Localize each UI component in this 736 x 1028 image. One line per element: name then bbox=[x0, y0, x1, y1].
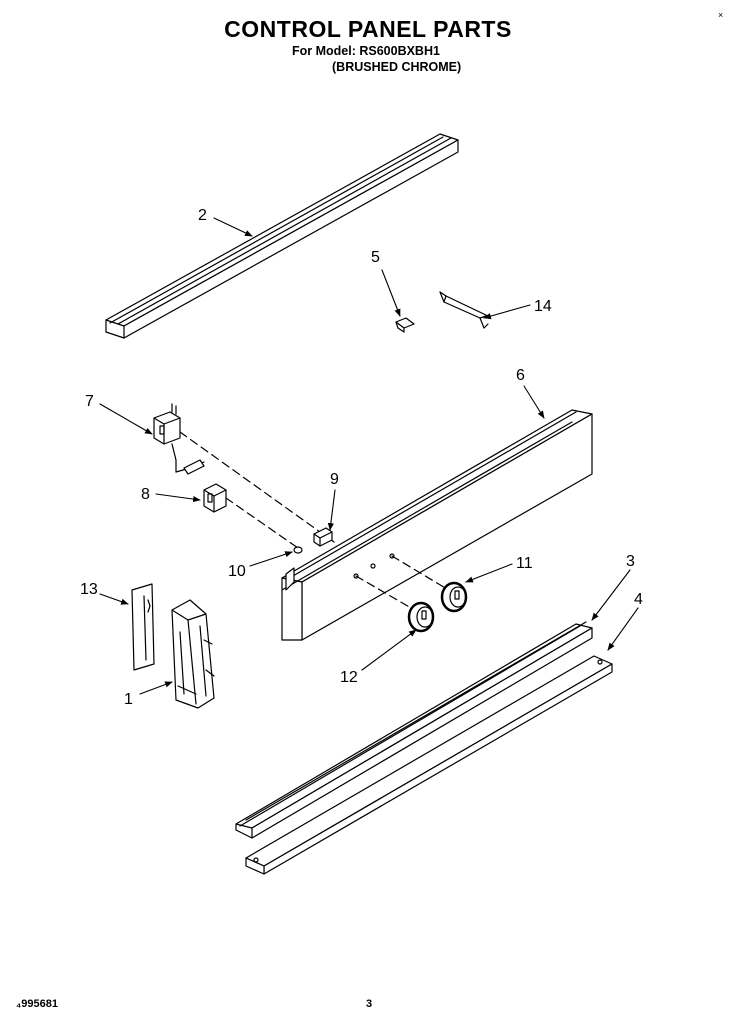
callout-4: 4 bbox=[634, 591, 643, 608]
part-6-control-panel bbox=[281, 409, 593, 641]
part-7-switch bbox=[153, 403, 335, 543]
part-9-block bbox=[313, 527, 333, 547]
callout-8: 8 bbox=[141, 486, 150, 503]
part-4-bottom-trim bbox=[245, 655, 613, 875]
callout-1: 1 bbox=[124, 691, 133, 708]
part-13-side-plate bbox=[131, 583, 155, 671]
page-number: 3 bbox=[366, 998, 373, 1010]
finish-line: (BRUSHED CHROME) bbox=[332, 60, 462, 74]
callout-12: 12 bbox=[340, 669, 358, 686]
callout-6: 6 bbox=[516, 367, 525, 384]
callout-11: 11 bbox=[516, 555, 533, 572]
part-12-knob bbox=[407, 601, 435, 633]
page-title: CONTROL PANEL PARTS bbox=[224, 16, 512, 42]
callout-3: 3 bbox=[626, 553, 635, 570]
part-8-module bbox=[203, 483, 299, 549]
callout-2: 2 bbox=[198, 207, 207, 224]
document-number: ₄995681 bbox=[16, 998, 58, 1010]
part-3-lower-trim bbox=[235, 621, 593, 839]
part-2-top-trim bbox=[105, 133, 459, 339]
callout-7: 7 bbox=[85, 393, 94, 410]
part-11-knob bbox=[440, 581, 468, 613]
callout-leaders bbox=[99, 217, 639, 695]
callout-5: 5 bbox=[371, 249, 380, 266]
callout-labels: 2 5 14 6 7 8 9 10 11 3 4 13 12 1 bbox=[80, 207, 643, 708]
callout-14: 14 bbox=[534, 298, 552, 315]
model-line: For Model: RS600BXBH1 bbox=[292, 44, 440, 58]
part-10-nut bbox=[293, 546, 303, 554]
part-1-end-bracket bbox=[171, 599, 215, 709]
corner-mark: × bbox=[718, 10, 724, 20]
part-5-clip bbox=[395, 317, 415, 333]
part-14-bracket bbox=[439, 291, 489, 329]
callout-10: 10 bbox=[228, 563, 246, 580]
callout-13: 13 bbox=[80, 581, 98, 598]
callout-9: 9 bbox=[330, 471, 339, 488]
